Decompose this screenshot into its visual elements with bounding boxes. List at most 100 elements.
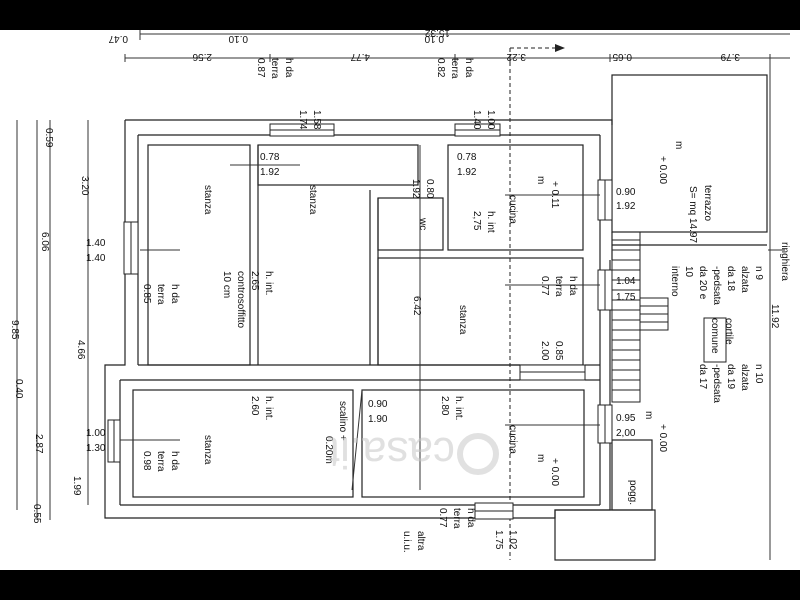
left-dimension-lines [16,120,89,520]
note-087: 0.87 [255,58,266,78]
dim-055: 0.55 [31,504,42,524]
terrazzo-area: S= mq 14.97 [687,186,698,243]
note-altra: altra [415,531,426,551]
dim-047: 0.47 [108,33,128,44]
room-wc: wc [417,217,428,230]
win-174: 1.74 [297,110,308,130]
dim-466: 4.66 [75,340,86,360]
win-085: 0.85 [553,341,564,361]
win-078b: 0.78 [457,152,477,163]
win-104: 1.04 [616,276,636,287]
note-comune: comune [709,318,720,354]
note-interno: interno [669,266,680,297]
dim-1192: 11.92 [769,304,780,329]
win-192d: 1.92 [616,201,636,212]
win-090: 0.90 [616,187,636,198]
terrazzo-unit: m [673,141,684,149]
note-h275: 2,75 [471,211,482,231]
room-stanza-2: stanza [307,185,318,215]
note-hint-2: h. int [485,211,496,233]
note-hda-4: h da [567,276,578,296]
dim-total-top: 15.32 [425,27,450,38]
win-090b: 0.90 [368,399,388,410]
win-140a: 1.40 [86,238,106,249]
win-102: 1.02 [507,530,518,550]
note-terra-4: terra [553,276,564,297]
note-da19: da 19 [725,364,736,389]
win-130: 1.30 [86,443,106,454]
dim-010b: 0.10 [424,33,444,44]
note-hda-2: h da [463,58,474,78]
note-pedsata-2: -pedsata [711,364,722,403]
ringhiera-label: ringhiera [779,242,790,281]
win-158: 1.58 [311,110,322,130]
openings [107,123,613,520]
note-terra-1: terra [269,58,280,79]
note-hint-1: h. int. [263,271,274,295]
win-100b: 1.00 [86,428,106,439]
dim-985: 9.85 [9,320,20,340]
win-200: 2.00 [539,341,550,361]
note-h265: 2.65 [249,271,260,291]
room-terrazzo: terrazzo [702,185,713,222]
note-n10: n 10 [753,364,764,384]
dim-287: 2.87 [33,434,44,454]
win-200b: 2,00 [616,428,636,439]
note-scalino: scalino + [337,401,348,441]
note-alzata-1: alzata [739,266,750,293]
cortile-box [703,317,727,363]
note-642: 6.42 [411,296,422,316]
dim-606: 6.06 [39,232,50,252]
dim-065: 0.65 [612,51,632,62]
note-level-000b: + 0.00 [657,424,668,453]
note-terra-5: terra [155,451,166,472]
win-095: 0.95 [616,413,636,424]
note-hda-3: h da [169,284,180,304]
note-hda-1: h da [283,58,294,78]
win-175b: 1.75 [493,530,504,550]
note-m-2: m [535,454,546,462]
win-080: 0.80 [424,179,435,199]
window-dims: 1.58 1.74 1.00 1.40 0.78 1.92 0.78 1.92 … [86,110,636,550]
room-poggiolo: pogg. [627,480,638,505]
note-h020: 0.20m [323,436,334,464]
win-192c: 1.92 [410,179,421,199]
note-terra-3: terra [155,284,166,305]
dim-477: 4.77 [350,51,370,62]
staircase-main [611,231,669,403]
watermark-text: casa.it [328,428,455,477]
note-098: 0.98 [141,451,152,471]
note-h280: 2.80 [439,396,450,416]
note-082: 0.82 [435,58,446,78]
note-cortile: cortile [723,318,734,345]
note-uiu: u.i.u. [401,531,412,553]
room-stanza-4: stanza [202,435,213,465]
watermark: casa.it [328,428,499,477]
note-m-3: m [643,411,654,419]
dim-256: 2.56 [192,51,212,62]
dim-010a: 0.10 [228,33,248,44]
dim-322: 3.22 [506,51,526,62]
note-alzata-2: alzata [739,364,750,391]
note-hint-3: h. int. [263,396,274,420]
note-da20e: da 20 e [697,266,708,300]
note-level-011: + 0.11 [549,181,560,209]
note-n9: n 9 [753,266,764,280]
boundary-arrow-icon [555,44,565,52]
terrazzo-level: + 0.00 [657,156,668,185]
note-077b: 0.77 [437,508,448,528]
note-hda-5: h da [169,451,180,471]
dim-059: 0.59 [43,128,54,148]
room-stanza-3: stanza [457,305,468,335]
note-10: 10 [683,266,694,278]
note-terra-2: terra [449,58,460,79]
note-085: 0.85 [141,284,152,304]
note-hda-6: h da [465,508,476,528]
watermark-logo-icon [457,433,499,475]
room-stanza-1: stanza [202,185,213,215]
note-10cm: 10 cm [221,271,232,298]
room-cucina-2: cucina [507,425,518,454]
note-da17: da 17 [697,364,708,389]
